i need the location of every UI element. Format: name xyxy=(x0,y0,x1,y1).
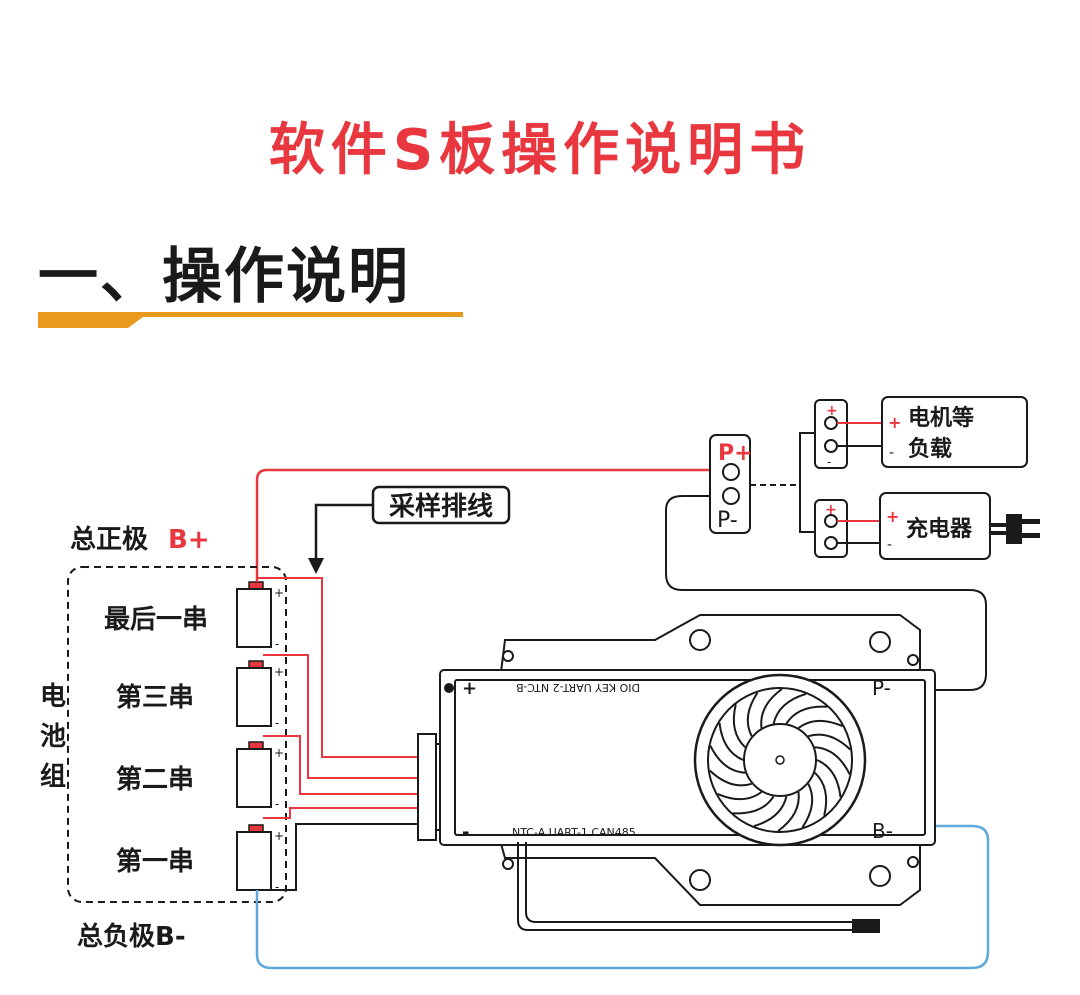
fan-blade xyxy=(816,759,842,798)
total-positive-label: 总正极 xyxy=(70,525,149,555)
sampling-arrow xyxy=(314,503,373,560)
fan-blade xyxy=(772,692,807,724)
board-connector xyxy=(417,733,437,841)
cell-label-third: 第三串 xyxy=(116,682,194,713)
cell-last xyxy=(236,581,272,648)
fan-blade xyxy=(801,783,814,828)
svg-text:-: - xyxy=(275,716,279,730)
total-negative-label: 总负极B- xyxy=(77,922,186,952)
b-minus-wire xyxy=(255,824,990,970)
load-plus: + xyxy=(888,413,901,432)
charger-conn-plus: + xyxy=(825,502,837,518)
p-minus-wire xyxy=(665,495,987,691)
svg-text:+: + xyxy=(274,746,284,760)
fan-blade xyxy=(814,771,828,816)
p-minus-terminal xyxy=(722,487,740,505)
ntc-probe xyxy=(852,919,880,933)
battery-pack-char-1: 电 xyxy=(40,682,66,712)
fan-blade xyxy=(709,745,746,774)
fan-blade xyxy=(785,705,828,725)
cooling-fan xyxy=(693,673,867,847)
cell-second xyxy=(236,741,272,808)
fan-blade xyxy=(717,791,763,801)
branch-tree xyxy=(799,432,815,533)
charger-plus: + xyxy=(886,507,899,526)
fan-blade xyxy=(746,692,759,737)
fan-blade xyxy=(718,722,744,761)
board-p-minus-label: P- xyxy=(872,676,891,700)
p-plus-label: P+ xyxy=(718,441,753,466)
fan-blade xyxy=(808,733,851,751)
board-plus-label: + xyxy=(462,678,477,699)
charger-label: 充电器 xyxy=(906,516,973,542)
load-conn-plus: + xyxy=(826,403,838,419)
section-title: 一、操作说明 xyxy=(38,242,410,312)
svg-text:+: + xyxy=(274,586,284,600)
sampling-wires xyxy=(256,577,418,819)
p-plus-terminal xyxy=(722,463,740,481)
b-plus-label: B+ xyxy=(168,525,210,555)
sampling-wire-negative xyxy=(271,823,418,891)
sampling-arrow-head xyxy=(308,558,324,574)
fan-blade xyxy=(814,746,851,775)
page-title: 软件S板操作说明书 xyxy=(268,118,812,183)
cell-label-first: 第一串 xyxy=(116,846,194,877)
p-minus-label: P- xyxy=(717,508,738,533)
board-top-ports: DIO KEY UART-2 NTC-B xyxy=(516,681,640,694)
battery-pack-char-3: 组 xyxy=(40,761,66,792)
load-label-1: 电机等 xyxy=(908,405,974,431)
load-label-2: 负载 xyxy=(908,436,952,462)
battery-pack-char-2: 池 xyxy=(40,722,66,752)
fan-blade xyxy=(753,796,788,828)
fan-blade xyxy=(732,704,746,749)
fan-blade xyxy=(777,791,800,832)
charger-minus: - xyxy=(887,537,892,553)
section-underline xyxy=(38,312,463,328)
load-minus: - xyxy=(889,445,894,461)
sampling-cable-label: 采样排线 xyxy=(389,491,493,522)
mounting-holes xyxy=(444,629,919,891)
svg-text:-: - xyxy=(275,797,279,811)
board-minus-label: - xyxy=(462,822,469,843)
fan-blade xyxy=(760,688,783,729)
board-bottom-ports: NTC-A UART-1 CAN485 xyxy=(512,826,636,839)
cell-third xyxy=(236,660,272,727)
cell-polarity-marks: + - + - + - + - xyxy=(274,586,284,894)
cell-label-second: 第二串 xyxy=(116,764,194,795)
load-conn-minus: - xyxy=(827,455,831,469)
cell-first xyxy=(236,824,272,891)
p-plus-wire xyxy=(255,468,730,588)
svg-text:-: - xyxy=(275,637,279,651)
load-connector xyxy=(814,399,848,469)
svg-text:+: + xyxy=(274,829,284,843)
power-plug-icon xyxy=(990,514,1040,544)
fan-blade xyxy=(797,719,843,729)
svg-text:+: + xyxy=(274,665,284,679)
board-b-minus-label: B- xyxy=(872,819,893,843)
cell-label-last: 最后一串 xyxy=(104,605,208,635)
battery-pack-box xyxy=(67,566,287,903)
svg-text:-: - xyxy=(275,880,279,894)
load-box xyxy=(881,396,1028,468)
fan-blade xyxy=(732,795,775,815)
ntc-cable xyxy=(517,842,852,931)
fan-blade xyxy=(709,769,752,787)
